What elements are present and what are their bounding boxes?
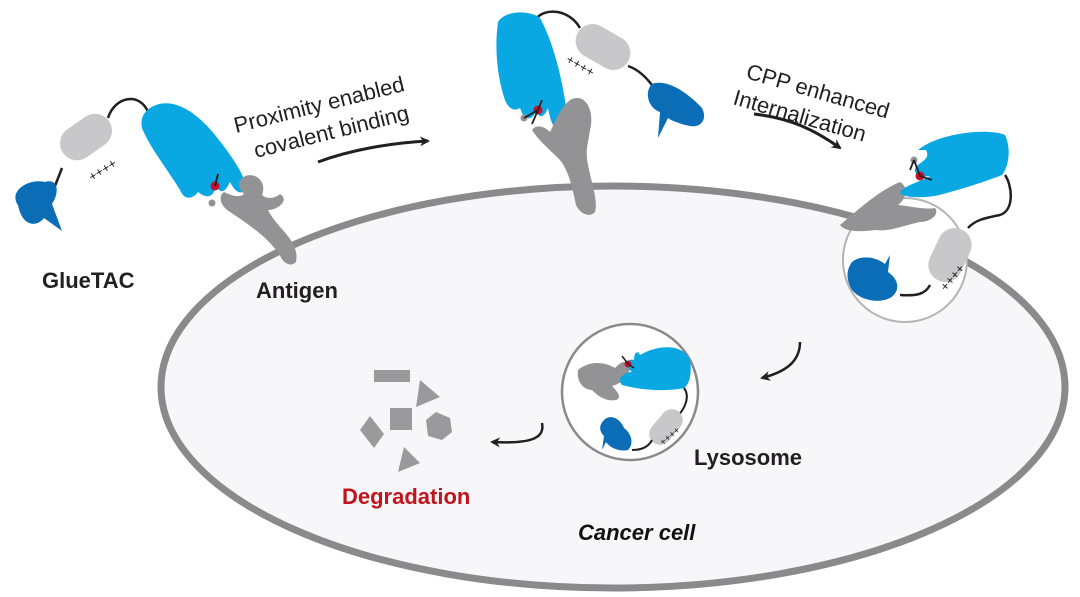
arrow-to-degradation: [490, 422, 544, 448]
arrow-to-lysosome: [760, 341, 802, 381]
bond: [523, 99, 543, 125]
degradation-label: Degradation: [342, 484, 470, 509]
warhead-bond: [214, 173, 219, 187]
gluetac-free: ++++: [15, 97, 246, 231]
endosome: ++++: [840, 131, 1012, 323]
linker: [106, 97, 150, 119]
ligand-shape: [15, 181, 62, 231]
cpp-charges: ++++: [86, 155, 120, 184]
cpp-capsule: [928, 228, 972, 282]
nanobody-shape: [141, 103, 246, 198]
antigen-3: [840, 182, 937, 232]
fragment-triangle: [416, 380, 440, 407]
antigen-label: Antigen: [256, 278, 338, 303]
antigen-2: [532, 98, 596, 215]
step1-annotation: Proximity enabled covalent binding: [231, 71, 430, 164]
step2-arrow: [753, 112, 842, 150]
antigen-1: [220, 175, 297, 265]
fragment-triangle: [398, 447, 420, 472]
cpp-capsule: [575, 24, 631, 70]
cpp-capsule: [59, 113, 113, 161]
bond: [621, 355, 635, 369]
nanobody-shape: [496, 12, 567, 132]
lysosome-label: Lysosome: [694, 445, 802, 470]
fragment-rectangle: [374, 370, 410, 382]
gluetac-bound: ++++: [496, 10, 705, 138]
linker: [967, 174, 1012, 229]
linker: [627, 64, 653, 86]
linker: [53, 167, 64, 187]
gluetac-label: GlueTAC: [42, 268, 135, 293]
nanobody-shape: [900, 131, 1009, 198]
antigen-4: [577, 362, 630, 401]
bond: [909, 159, 933, 181]
ligand-shape: [847, 255, 898, 301]
degradation-fragments: [360, 370, 452, 472]
fragment-square: [390, 408, 412, 430]
lysosome: ++++: [560, 322, 700, 462]
cancer-cell-label: Cancer cell: [578, 520, 696, 545]
step2-annotation: CPP enhanced Internalization: [731, 59, 892, 150]
fragment-hexagon: [426, 412, 452, 440]
step1-arrow: [317, 136, 430, 164]
antigen-residue: [208, 199, 216, 207]
ligand-shape: [600, 417, 632, 451]
linker: [899, 284, 932, 297]
linker: [631, 439, 653, 451]
cpp-capsule: [649, 409, 683, 445]
nanobody-shape: [620, 347, 691, 391]
ligand-shape: [647, 82, 705, 138]
fragment-diamond: [360, 416, 384, 448]
